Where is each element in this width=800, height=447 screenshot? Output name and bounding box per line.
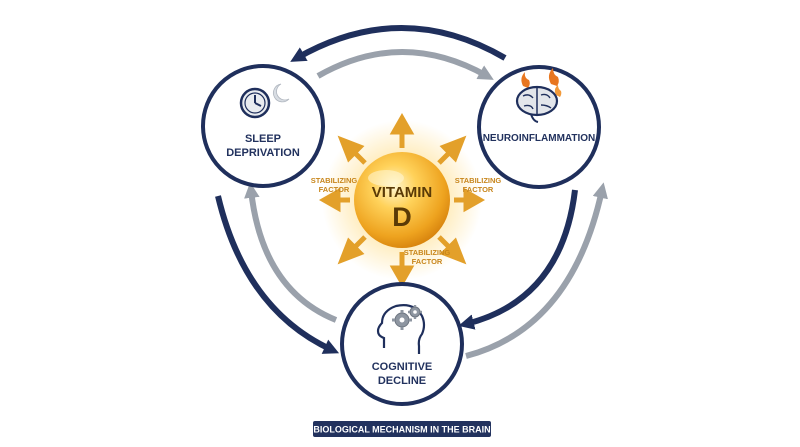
svg-text:STABILIZING: STABILIZING <box>455 176 502 185</box>
arrow-neuro-to-cognitive <box>458 189 578 330</box>
arrow-sleep-to-neuro <box>316 49 494 80</box>
caption-bar: BIOLOGICAL MECHANISM IN THE BRAIN <box>313 421 491 437</box>
clock-moon-icon <box>239 83 290 119</box>
node-neuroinflammation: NEUROINFLAMMATION <box>477 65 601 189</box>
vitamin-label: VITAMIN <box>372 184 433 201</box>
caption-text: BIOLOGICAL MECHANISM IN THE BRAIN <box>313 425 490 435</box>
sun-rays <box>318 112 486 288</box>
arrow-cognitive-to-sleep <box>244 182 338 323</box>
factor-bottom: STABILIZING FACTOR <box>404 248 451 266</box>
head-gears-icon <box>376 304 426 354</box>
svg-text:STABILIZING: STABILIZING <box>311 176 358 185</box>
svg-text:FACTOR: FACTOR <box>412 257 443 266</box>
sleep-label-2: DEPRIVATION <box>226 147 300 159</box>
vitamin-d-center: VITAMIN D <box>318 112 486 288</box>
factor-left: STABILIZING FACTOR <box>311 176 358 194</box>
arrow-neuro-to-sleep <box>290 25 507 62</box>
cognitive-label-2: DECLINE <box>378 375 426 387</box>
sleep-label-1: SLEEP <box>245 133 281 145</box>
svg-text:FACTOR: FACTOR <box>319 185 350 194</box>
cognitive-label-1: COGNITIVE <box>372 361 433 373</box>
node-sleep-deprivation: SLEEP DEPRIVATION <box>201 64 325 188</box>
factor-right: STABILIZING FACTOR <box>455 176 502 194</box>
brain-fire-icon <box>515 68 562 123</box>
neuro-label: NEUROINFLAMMATION <box>483 133 596 144</box>
arrow-sleep-to-cognitive <box>215 195 340 354</box>
svg-text:STABILIZING: STABILIZING <box>404 248 451 257</box>
cycle-arrows <box>215 25 608 359</box>
vitamin-letter: D <box>392 202 412 232</box>
node-cognitive-decline: COGNITIVE DECLINE <box>340 282 464 406</box>
svg-text:FACTOR: FACTOR <box>463 185 494 194</box>
arrow-cognitive-to-neuro <box>465 182 608 359</box>
